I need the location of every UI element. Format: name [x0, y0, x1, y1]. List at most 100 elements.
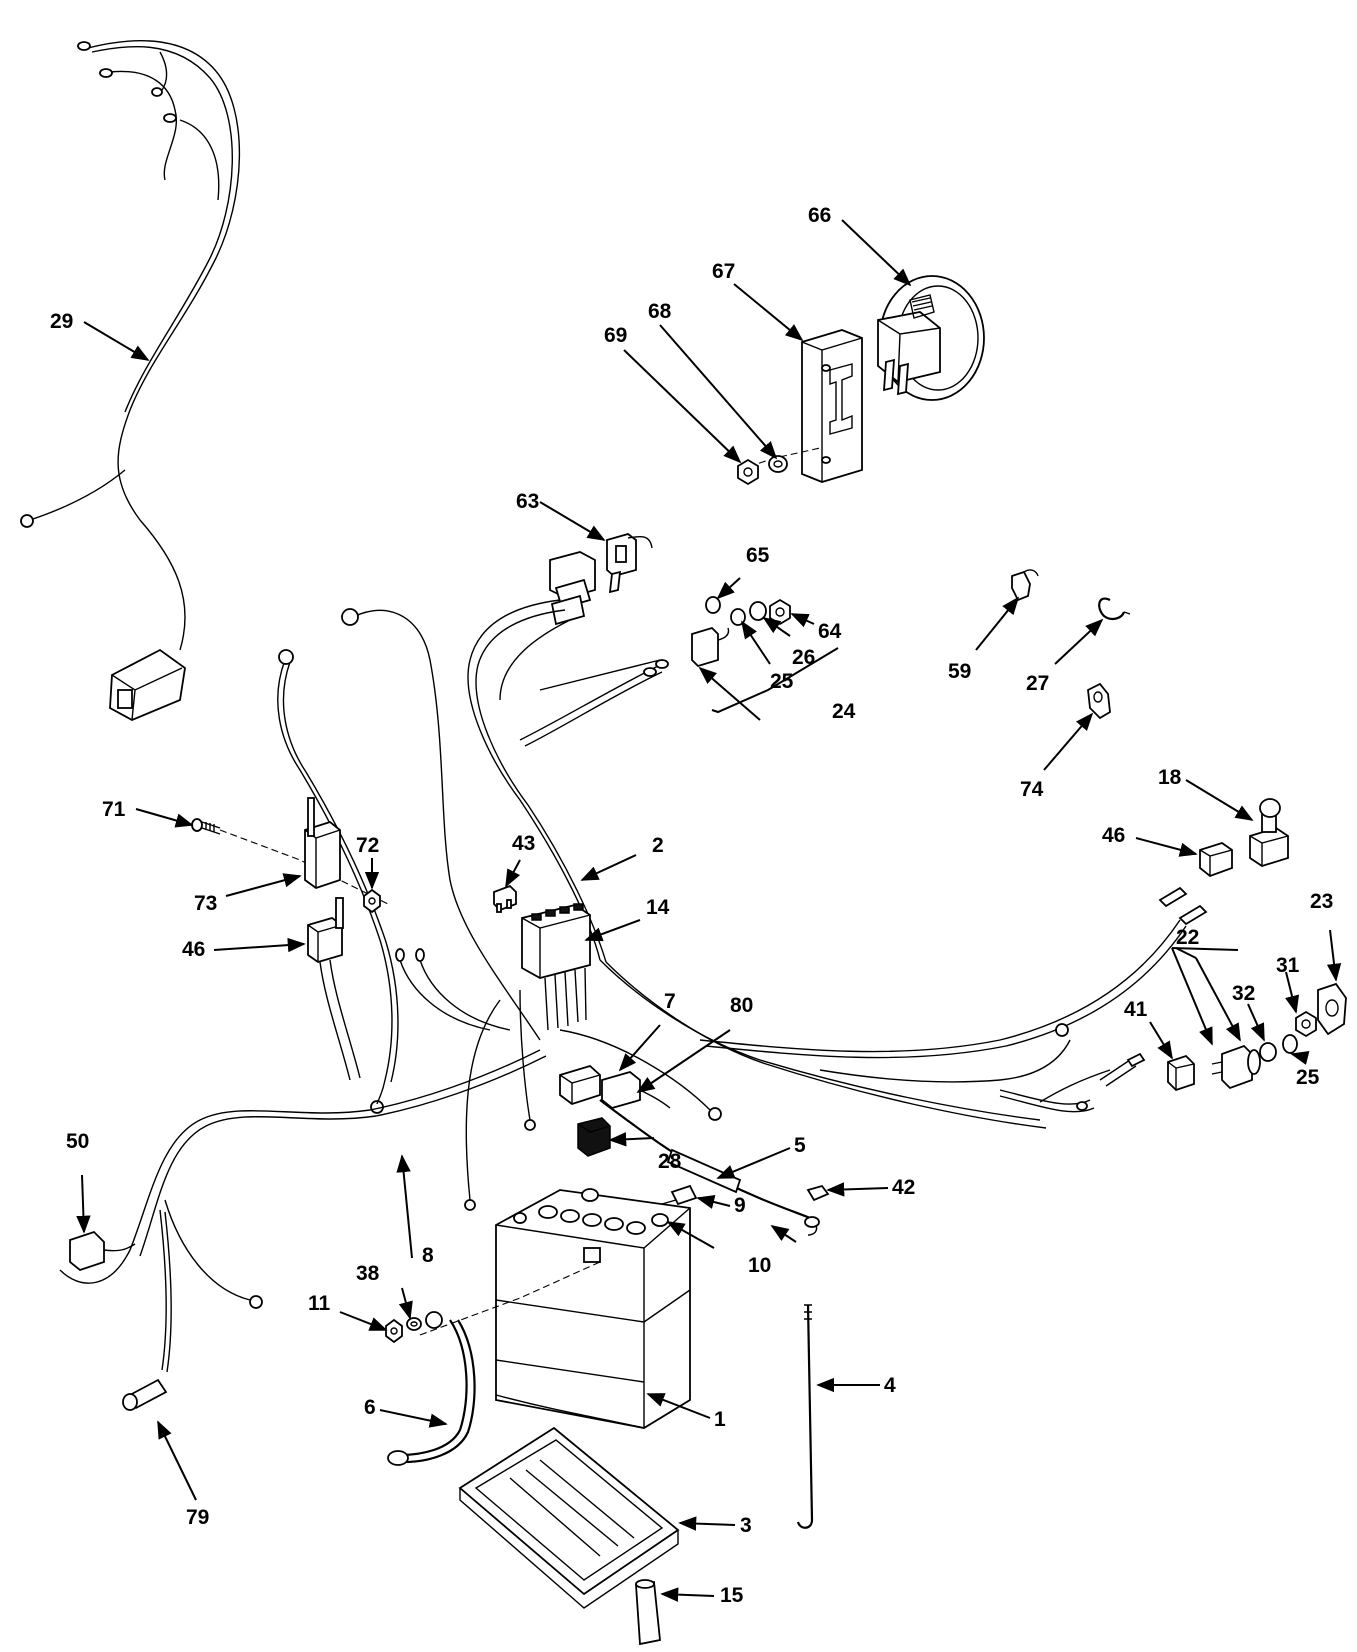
callout-2: 2: [652, 834, 664, 857]
callout-69: 69: [604, 324, 627, 347]
switch-18: [1249, 798, 1289, 867]
ring-terminal-icon: [1055, 1023, 1069, 1037]
callout-31: 31: [1276, 954, 1300, 977]
ignition-switch-22: [1211, 1044, 1261, 1090]
bezel-23: [1317, 982, 1347, 1036]
callout-68: 68: [648, 300, 672, 323]
washer-38: [406, 1317, 422, 1331]
clamp-74: [1087, 682, 1111, 720]
terminal-icon: [395, 948, 405, 962]
nut-31: [1295, 1010, 1317, 1038]
callout-15: 15: [720, 1584, 744, 1607]
screw-9: [661, 1184, 698, 1206]
bracket-67: [801, 329, 863, 483]
hose-15: [635, 1579, 661, 1646]
callout-29: 29: [50, 310, 73, 333]
callout-18: 18: [1158, 766, 1182, 789]
callout-65: 65: [746, 544, 770, 567]
callout-32: 32: [1232, 982, 1255, 1005]
washer-25-right: [1282, 1034, 1298, 1054]
callout-7: 7: [664, 990, 676, 1013]
callout-10: 10: [748, 1254, 771, 1277]
callout-66: 66: [808, 204, 831, 227]
leader-lines: [76, 219, 1342, 1602]
callout-27: 27: [1026, 672, 1049, 695]
washer-65: [705, 596, 721, 614]
terminal-icon: [151, 87, 163, 97]
harness-29: [20, 40, 241, 721]
callout-24: 24: [832, 700, 856, 723]
callout-8: 8: [422, 1244, 434, 1267]
clip-59: [1011, 569, 1039, 602]
washer-10: [651, 1213, 669, 1227]
cable-6: [387, 1311, 476, 1466]
callout-9: 9: [734, 1194, 746, 1217]
callout-4: 4: [884, 1374, 896, 1397]
terminal-icon: [77, 41, 91, 51]
callout-26: 26: [792, 646, 815, 669]
callout-25-right: 25: [1296, 1066, 1320, 1089]
callout-79: 79: [186, 1506, 209, 1529]
gauge-66: [877, 275, 985, 401]
terminal-icon: [1178, 904, 1208, 926]
harness-8: [277, 608, 541, 1114]
callout-3: 3: [740, 1514, 752, 1537]
callout-5: 5: [794, 1134, 806, 1157]
terminal-icon: [1076, 1101, 1088, 1111]
ring-terminal-icon: [341, 608, 359, 626]
callout-59: 59: [948, 660, 971, 683]
connector-icon: [109, 648, 186, 721]
callout-73: 73: [194, 892, 217, 915]
clip-27: [1098, 597, 1131, 621]
callout-42: 42: [892, 1176, 915, 1199]
callout-71: 71: [102, 798, 126, 821]
callout-50: 50: [66, 1130, 89, 1153]
callout-6: 6: [364, 1396, 376, 1419]
nut-72: [363, 888, 381, 914]
callout-80: 80: [730, 994, 753, 1017]
fuse-43: [493, 884, 517, 913]
battery-1: [495, 1188, 691, 1429]
nut-11: [385, 1318, 403, 1344]
callout-14: 14: [646, 896, 670, 919]
battery-tray-3: [458, 1426, 680, 1609]
callout-labels: 29 66 67 68 69 63 65 64 26 25 24 59 27 7…: [50, 204, 1333, 1607]
cap-28: [577, 1117, 611, 1157]
callout-23: 23: [1310, 890, 1333, 913]
relay-46-right: [1199, 842, 1233, 878]
nut-69: [737, 458, 759, 486]
ring-terminal-icon: [464, 1199, 476, 1211]
screw-71: [191, 818, 221, 835]
switch-63: [606, 533, 653, 594]
callout-11: 11: [308, 1292, 331, 1315]
callout-46-left: 46: [182, 938, 205, 961]
callout-63: 63: [516, 490, 539, 513]
washer-32: [1259, 1042, 1277, 1062]
bulb-79: [122, 1378, 168, 1411]
nut-64: [769, 598, 791, 626]
callout-64: 64: [818, 620, 842, 643]
washer-68: [768, 455, 788, 473]
callout-38: 38: [356, 1262, 380, 1285]
connector-7: [559, 1064, 601, 1105]
ring-terminal-icon: [278, 649, 294, 665]
harness-connector-icon: [549, 551, 596, 626]
callout-74: 74: [1020, 778, 1044, 801]
ring-terminal-icon: [524, 1119, 536, 1131]
callout-41: 41: [1124, 998, 1148, 1021]
callout-67: 67: [712, 260, 735, 283]
lamp-50: [69, 1230, 136, 1272]
callout-22: 22: [1176, 926, 1199, 949]
ring-terminal-icon: [249, 1295, 263, 1309]
terminal-icon: [163, 113, 177, 123]
callout-43: 43: [512, 832, 535, 855]
relay-46: [307, 897, 361, 1081]
terminal-icon: [415, 948, 425, 962]
clip-42: [804, 1184, 830, 1228]
ring-terminal-icon: [708, 1107, 722, 1121]
harness-lower-left: [59, 948, 722, 1373]
callout-46-right: 46: [1102, 824, 1125, 847]
callout-28: 28: [658, 1150, 682, 1173]
callout-72: 72: [356, 834, 379, 857]
